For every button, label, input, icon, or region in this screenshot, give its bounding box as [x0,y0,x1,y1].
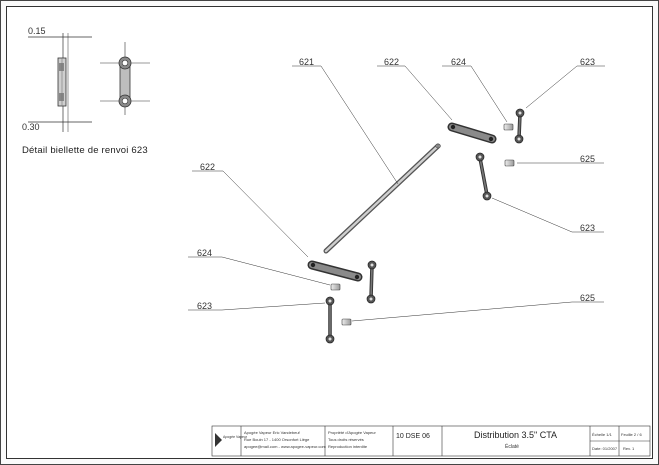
detail-front-view [100,42,150,115]
title-block-frame [211,425,651,457]
detail-side-view [28,33,92,132]
leader-lines [188,65,605,322]
part-623-bottom-right-rod-end [366,260,377,304]
detail-dim-bottom: 0.30 [22,122,40,132]
detail-dim-top: 0.15 [28,26,46,36]
part-623-middle-rod-end [475,152,492,201]
property-line1: Propriété d'Apogée Vapeur [328,430,376,435]
label-622-top: 622 [384,57,400,67]
inner-frame [6,6,653,459]
company-line2: Rue Bouin 17 - 1400 Orsonfort Liège [244,437,310,442]
label-625-right: 625 [580,154,596,164]
property-line2: Tous droits réservés [328,437,364,442]
part-625-right-pin [504,159,515,167]
drawing-rev: Rev. 1 [623,446,635,451]
part-625-bottom-pin [341,318,352,326]
drawing-title: Distribution 3.5" CTA [474,430,558,440]
label-623-left: 623 [197,301,213,311]
label-625-bottom: 625 [580,293,596,303]
label-624-top: 624 [451,57,467,67]
part-624-bottom-pin [330,283,341,291]
sheet-scale: Échelle 1/1 [592,432,612,437]
part-621-rod [323,143,441,254]
drawing-subtitle: Éclaté [505,444,519,450]
drawing-date: Date: 01/2007 [592,446,618,451]
part-622-top-link [447,122,497,144]
logo: Apogée Vapeur [215,431,247,451]
label-622-left: 622 [200,162,216,172]
detail-title: Détail biellette de renvoi 623 [22,145,148,156]
part-623-bottom-left-rod-end [325,296,335,344]
label-623-right: 623 [580,223,596,233]
part-623-top-rod-end [514,108,525,144]
label-623-top: 623 [580,57,596,67]
company-line1: Apogée Vapeur Eric Vandebeuf [244,430,300,435]
drawing-number: 10 DSE 06 [396,433,430,440]
company-line3: apogee@mail.com - www.apogee-vapeur.com [244,444,326,449]
part-622-bottom-link [307,260,363,282]
label-624-left: 624 [197,248,213,258]
label-621: 621 [299,57,315,67]
part-624-top-pin [503,123,514,131]
property-line3: Reproduction interdite [328,444,368,449]
sheet-number: Feuille 2 / 6 [621,432,642,437]
